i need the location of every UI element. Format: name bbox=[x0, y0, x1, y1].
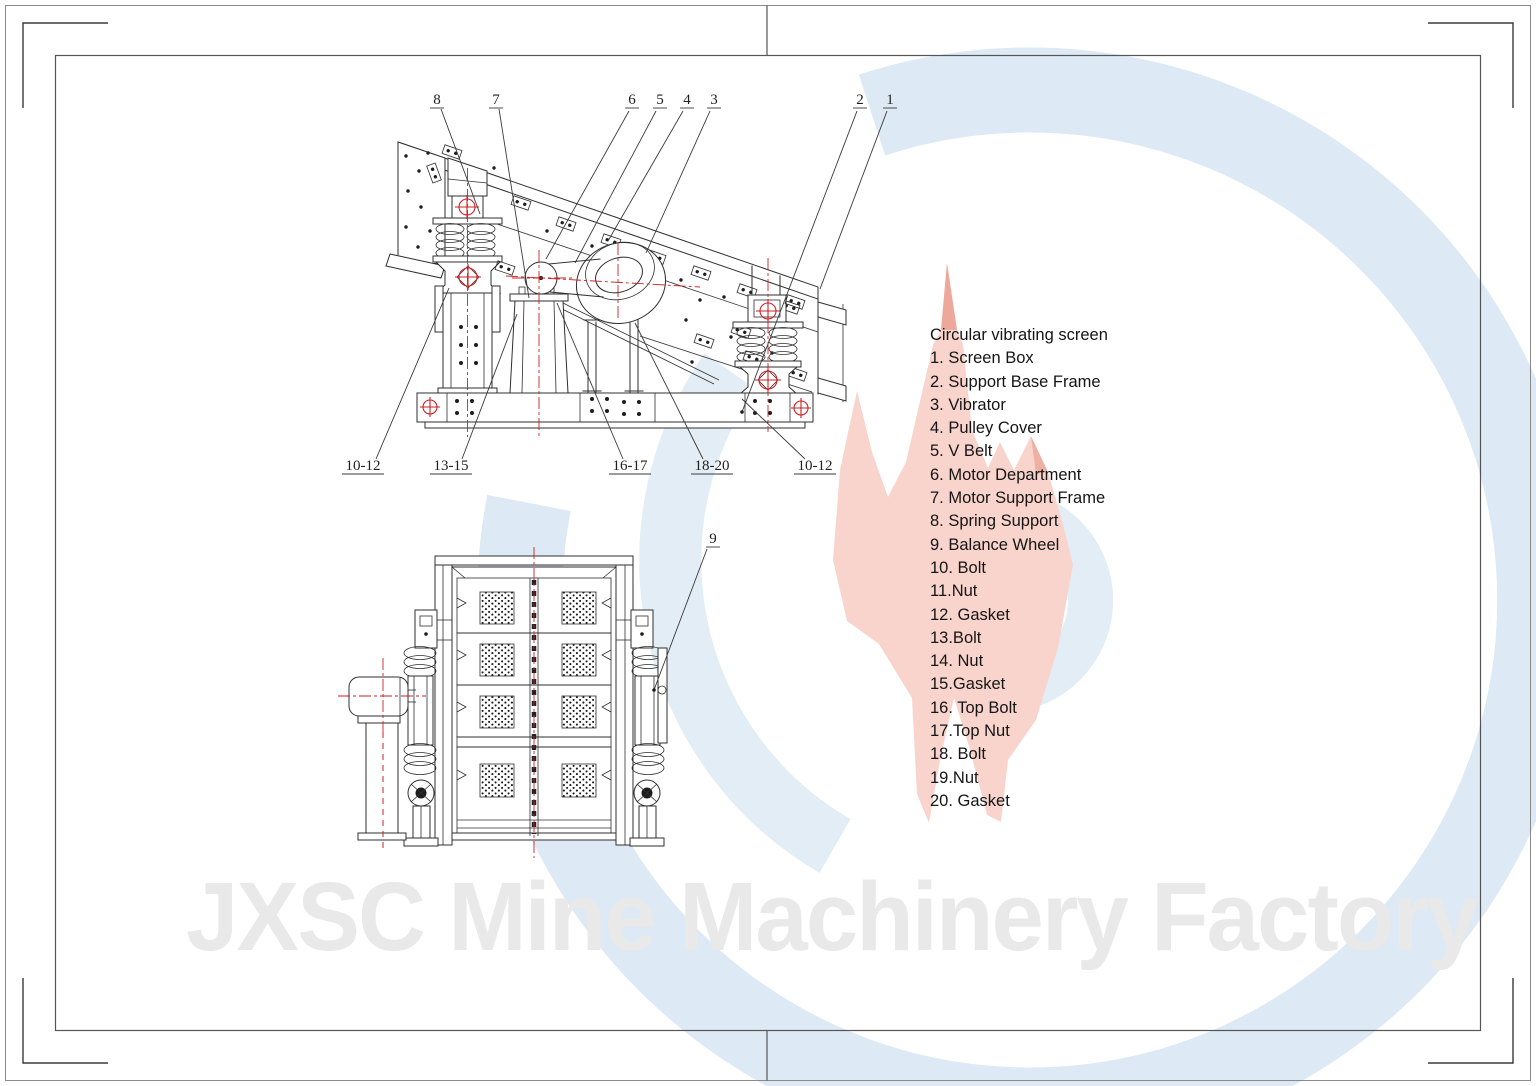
callout-10-12-left: 10-12 bbox=[346, 458, 381, 474]
parts-list-item: 5. V Belt bbox=[930, 442, 993, 461]
callout-5: 5 bbox=[656, 92, 664, 108]
parts-list-item: 15.Gasket bbox=[930, 675, 1006, 694]
front-view-callout: 9 bbox=[652, 531, 720, 692]
parts-list-item: 1. Screen Box bbox=[930, 349, 1034, 368]
brand-watermark-text: JXSC Mine Machinery Factory bbox=[186, 862, 1479, 971]
callout-8: 8 bbox=[433, 92, 441, 108]
corner-mark-bottom-left bbox=[22, 978, 108, 1064]
left-suspension bbox=[403, 609, 452, 847]
parts-list-item: 11.Nut bbox=[930, 582, 978, 601]
parts-list-item: 19.Nut bbox=[930, 768, 979, 787]
corner-mark-top-right bbox=[1428, 22, 1514, 108]
right-suspension bbox=[616, 609, 668, 847]
parts-list-item: 17.Top Nut bbox=[930, 722, 1010, 741]
side-view-bottom-callouts: 10-12 13-15 16-17 18-20 10-12 bbox=[342, 287, 836, 475]
parts-list-item: 12. Gasket bbox=[930, 605, 1010, 624]
callout-1: 1 bbox=[886, 92, 894, 108]
page-border bbox=[5, 5, 1531, 1081]
center-clamp-bar bbox=[529, 578, 539, 836]
logo-crown-icon bbox=[833, 263, 1073, 823]
parts-list-item: 9. Balance Wheel bbox=[930, 535, 1060, 554]
outer-border bbox=[5, 5, 1531, 1081]
parts-list-item: 14. Nut bbox=[930, 652, 984, 671]
callout-4: 4 bbox=[683, 92, 691, 108]
bolt-circle-marker bbox=[455, 264, 481, 290]
callout-2: 2 bbox=[856, 92, 864, 108]
parts-list-item: 3. Vibrator bbox=[930, 395, 1006, 414]
parts-list-item: 8. Spring Support bbox=[930, 512, 1059, 531]
side-view-top-callouts: 8 7 6 5 4 3 2 1 bbox=[430, 92, 897, 414]
bolt-circle-marker bbox=[455, 195, 479, 219]
callout-7: 7 bbox=[492, 92, 500, 108]
parts-list-title: Circular vibrating screen bbox=[930, 326, 1108, 344]
logo-crown-tip-icon bbox=[941, 263, 957, 330]
callout-6: 6 bbox=[628, 92, 636, 108]
parts-list-item: 10. Bolt bbox=[930, 558, 986, 577]
panel-hooks bbox=[456, 597, 612, 781]
screen-panels bbox=[479, 591, 597, 798]
side-view-drawing: 8 7 6 5 4 3 2 1 bbox=[342, 92, 897, 475]
callout-3: 3 bbox=[710, 92, 718, 108]
v-belt-line bbox=[548, 258, 601, 265]
balance-wheel-bracket bbox=[657, 647, 668, 744]
logo-watermark bbox=[477, 47, 1536, 1086]
front-view-drawing: 9 bbox=[338, 531, 720, 858]
parts-list-item: 6. Motor Department bbox=[930, 465, 1082, 484]
parts-list-item: 7. Motor Support Frame bbox=[930, 489, 1106, 508]
parts-list-item: 16. Top Bolt bbox=[930, 698, 1017, 717]
bolt-circle-marker bbox=[756, 299, 780, 323]
callout-13-15: 13-15 bbox=[434, 458, 469, 474]
v-belt-line bbox=[549, 291, 604, 298]
logo-blue-ring-icon bbox=[477, 47, 1536, 1086]
parts-list-item: 18. Bolt bbox=[930, 745, 986, 764]
callout-10-12-right: 10-12 bbox=[798, 458, 833, 474]
bolt-circle-marker bbox=[755, 367, 781, 393]
callout-16-17: 16-17 bbox=[613, 458, 648, 474]
bolt-circle-marker bbox=[420, 397, 440, 417]
front-centerlines bbox=[338, 547, 535, 858]
logo-blue-inner-swoosh-icon bbox=[639, 353, 851, 873]
parts-list-item: 13.Bolt bbox=[930, 628, 982, 647]
logo-crown-edge-icon bbox=[1031, 436, 1048, 474]
inner-border bbox=[54, 54, 1482, 1032]
corner-mark-top-left bbox=[22, 22, 108, 108]
parts-list-item: 20. Gasket bbox=[930, 791, 1010, 810]
parts-list-item: 2. Support Base Frame bbox=[930, 372, 1101, 391]
support-base-frame bbox=[416, 392, 814, 429]
callout-9: 9 bbox=[709, 531, 717, 547]
corner-mark-bottom-right bbox=[1428, 978, 1514, 1064]
motor bbox=[348, 676, 416, 841]
parts-list: Circular vibrating screen 1. Screen Box … bbox=[930, 324, 1108, 813]
callout-18-20: 18-20 bbox=[695, 458, 730, 474]
support-rods bbox=[582, 314, 644, 394]
bolt-circle-marker bbox=[791, 398, 811, 418]
parts-list-item: 4. Pulley Cover bbox=[930, 419, 1042, 438]
